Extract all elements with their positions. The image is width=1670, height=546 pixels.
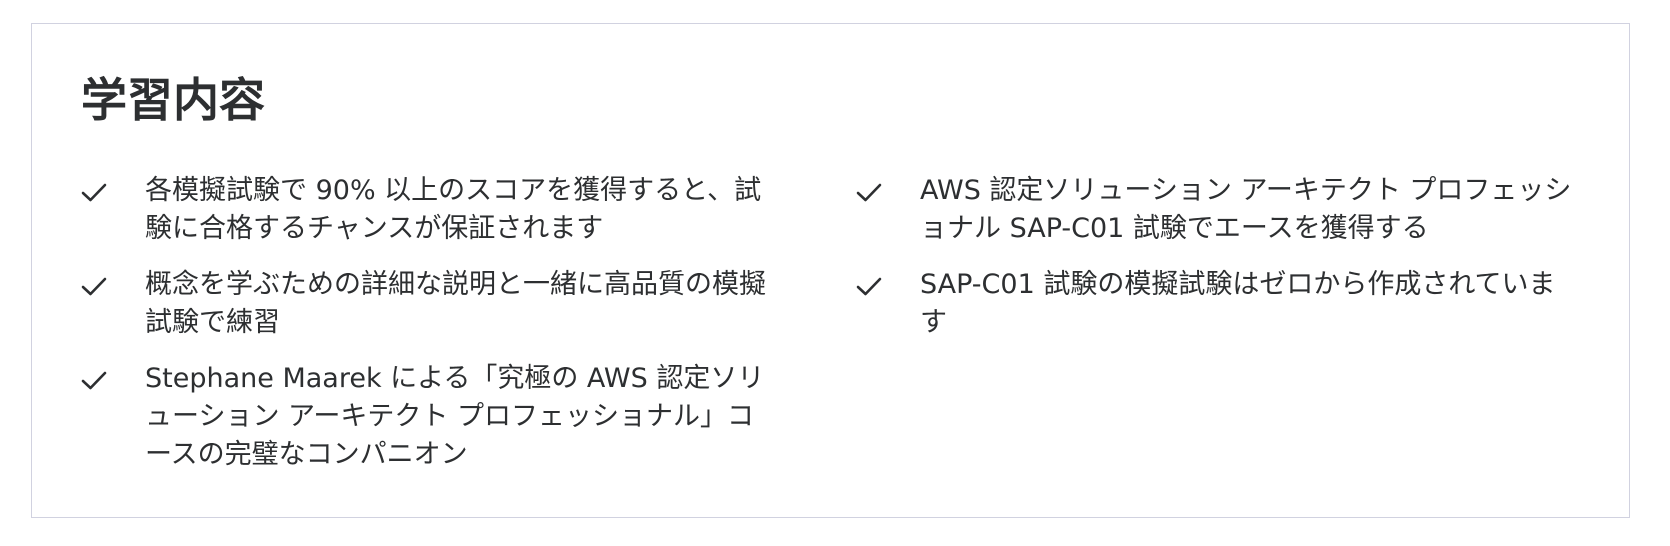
objective-text: 各模擬試験で 90% 以上のスコアを獲得すると、試験に合格するチャンスが保証され… xyxy=(145,175,762,244)
objectives-list-right: AWS 認定ソリューション アーキテクト プロフェッショナル SAP-C01 試… xyxy=(856,172,1576,360)
objective-text: SAP-C01 試験の模擬試験はゼロから作成されています xyxy=(920,269,1556,338)
objectives-list-left: 各模擬試験で 90% 以上のスコアを獲得すると、試験に合格するチャンスが保証され… xyxy=(81,172,771,492)
objective-item: AWS 認定ソリューション アーキテクト プロフェッショナル SAP-C01 試… xyxy=(856,172,1576,248)
what-you-will-learn-panel: 学習内容 各模擬試験で 90% 以上のスコアを獲得すると、試験に合格するチャンス… xyxy=(31,23,1630,518)
objective-item: 概念を学ぶための詳細な説明と一緒に高品質の模擬試験で練習 xyxy=(81,266,771,342)
objective-text: AWS 認定ソリューション アーキテクト プロフェッショナル SAP-C01 試… xyxy=(920,175,1572,244)
checkmark-icon xyxy=(81,360,107,398)
checkmark-icon xyxy=(856,172,882,210)
checkmark-icon xyxy=(81,172,107,210)
objective-item: 各模擬試験で 90% 以上のスコアを獲得すると、試験に合格するチャンスが保証され… xyxy=(81,172,771,248)
objective-text: 概念を学ぶための詳細な説明と一緒に高品質の模擬試験で練習 xyxy=(145,269,766,338)
objective-text: Stephane Maarek による「究極の AWS 認定ソリューション アー… xyxy=(145,363,765,470)
checkmark-icon xyxy=(856,266,882,304)
section-title: 学習内容 xyxy=(81,73,265,127)
objective-item: Stephane Maarek による「究極の AWS 認定ソリューション アー… xyxy=(81,360,771,474)
checkmark-icon xyxy=(81,266,107,304)
objective-item: SAP-C01 試験の模擬試験はゼロから作成されています xyxy=(856,266,1576,342)
